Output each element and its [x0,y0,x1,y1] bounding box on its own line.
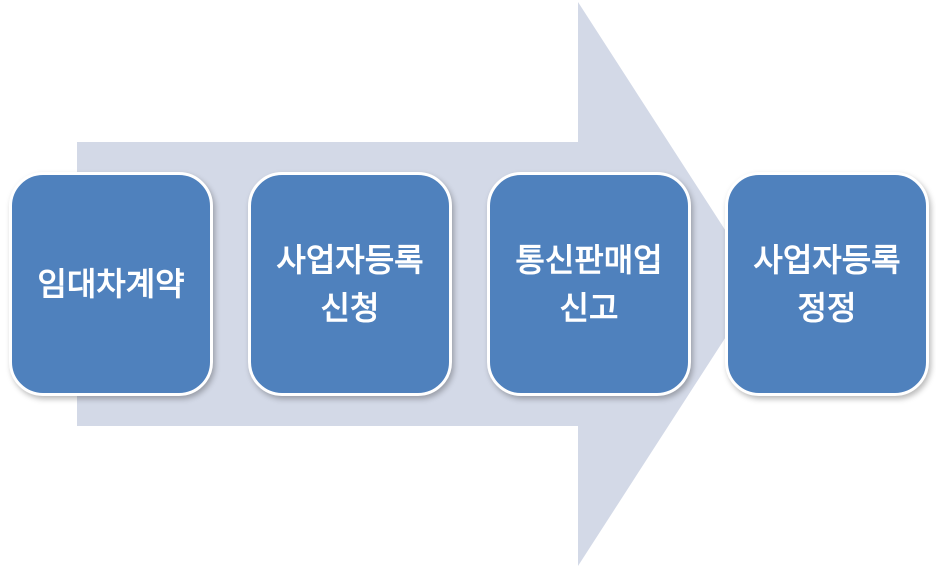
step-lease-contract: 임대차계약 [9,172,213,396]
step-business-registration-correction: 사업자등록 정정 [725,172,929,396]
step-mail-order-business-report: 통신판매업 신고 [487,172,691,396]
step-business-registration-application: 사업자등록 신청 [248,172,452,396]
